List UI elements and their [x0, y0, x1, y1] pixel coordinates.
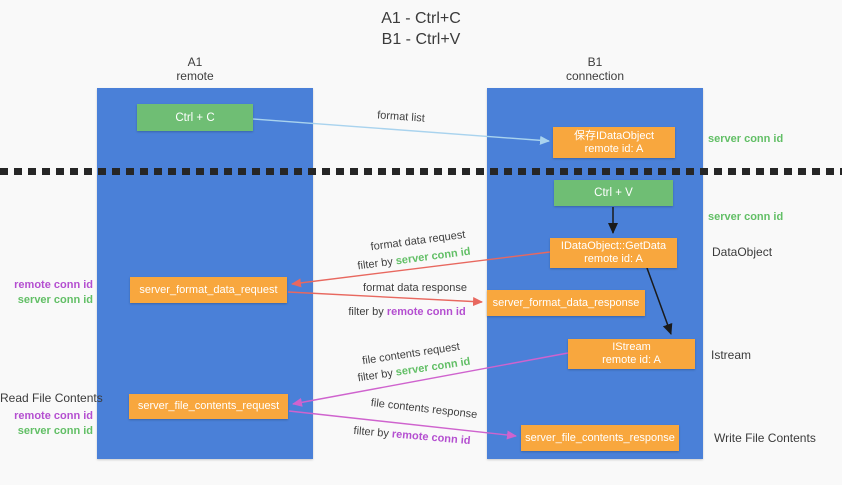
lane-b1-role: connection: [565, 69, 625, 83]
lane-a1-id: A1: [187, 55, 203, 69]
node-save-idataobject: 保存IDataObject remote id: A: [553, 127, 675, 158]
arrow-label-filter-remote-2: filter by remote conn id: [353, 425, 471, 447]
node-server-format-data-request: server_format_data_request: [130, 277, 287, 303]
node-server-file-contents-request: server_file_contents_request: [129, 394, 288, 419]
side-write-file-contents: Write File Contents: [714, 431, 816, 445]
node-istream-line2: remote id: A: [602, 354, 661, 366]
lane-header-b1: B1 connection: [487, 55, 703, 83]
node-server-file-contents-response: server_file_contents_response: [521, 425, 679, 451]
node-istream: IStream remote id: A: [568, 339, 695, 369]
side-file-conn-ids: remote conn id server conn id: [0, 409, 93, 439]
node-istream-line1: IStream: [612, 341, 651, 353]
lane-a1-role: remote: [176, 69, 214, 83]
side-read-file-contents: Read File Contents: [0, 391, 103, 405]
filter-by-text-3: filter by: [356, 367, 394, 385]
node-ctrl-c-label: Ctrl + C: [175, 111, 215, 124]
node-file-response-label: server_file_contents_response: [525, 431, 675, 444]
filter-key-remote-2: remote conn id: [391, 428, 471, 448]
diagram-title: A1 - Ctrl+C B1 - Ctrl+V: [0, 8, 842, 50]
copy-paste-divider: [0, 168, 842, 175]
side-server-conn-id-mid: server conn id: [708, 211, 784, 223]
title-line-b1: B1 - Ctrl+V: [381, 31, 461, 48]
node-format-request-label: server_format_data_request: [139, 283, 278, 296]
node-file-request-label: server_file_contents_request: [137, 400, 280, 412]
filter-by-text-1: filter by: [356, 255, 394, 273]
node-ctrl-v-label: Ctrl + V: [594, 187, 633, 199]
node-save-idataobject-line2: remote id: A: [584, 142, 644, 155]
node-ctrl-c: Ctrl + C: [137, 104, 253, 131]
lane-header-a1: A1 remote: [87, 55, 303, 83]
node-getdata-line2: remote id: A: [584, 253, 643, 265]
side-dataobject: DataObject: [712, 245, 773, 259]
filter-by-text-4: filter by: [353, 424, 390, 440]
filter-key-server-1: server conn id: [395, 245, 472, 268]
node-idataobject-getdata: IDataObject::GetData remote id: A: [550, 238, 677, 268]
filter-key-remote-1: remote conn id: [386, 306, 466, 318]
filter-by-text-2: filter by: [348, 306, 384, 318]
node-save-idataobject-line1: 保存IDataObject: [573, 129, 655, 142]
arrow-label-format-data-response: format data response: [363, 282, 467, 294]
side-remote-conn-id-file: remote conn id: [14, 410, 93, 422]
side-server-conn-id-file: server conn id: [17, 425, 93, 437]
node-getdata-line1: IDataObject::GetData: [560, 240, 667, 252]
arrow-label-filter-remote-1: filter by remote conn id: [348, 306, 465, 318]
side-server-conn-id-top: server conn id: [708, 133, 784, 145]
node-format-response-label: server_format_data_response: [492, 296, 640, 309]
arrow-label-format-list: format list: [376, 109, 426, 125]
node-ctrl-v: Ctrl + V: [554, 180, 673, 206]
side-server-conn-id-format: server conn id: [17, 294, 93, 306]
lane-b1-id: B1: [587, 55, 603, 69]
node-server-format-data-response: server_format_data_response: [487, 290, 645, 316]
side-istream: Istream: [711, 348, 752, 362]
title-line-a1: A1 - Ctrl+C: [381, 10, 461, 27]
side-format-conn-ids: remote conn id server conn id: [0, 278, 93, 308]
arrow-label-file-contents-response: file contents response: [370, 396, 478, 422]
side-remote-conn-id-format: remote conn id: [14, 279, 93, 291]
